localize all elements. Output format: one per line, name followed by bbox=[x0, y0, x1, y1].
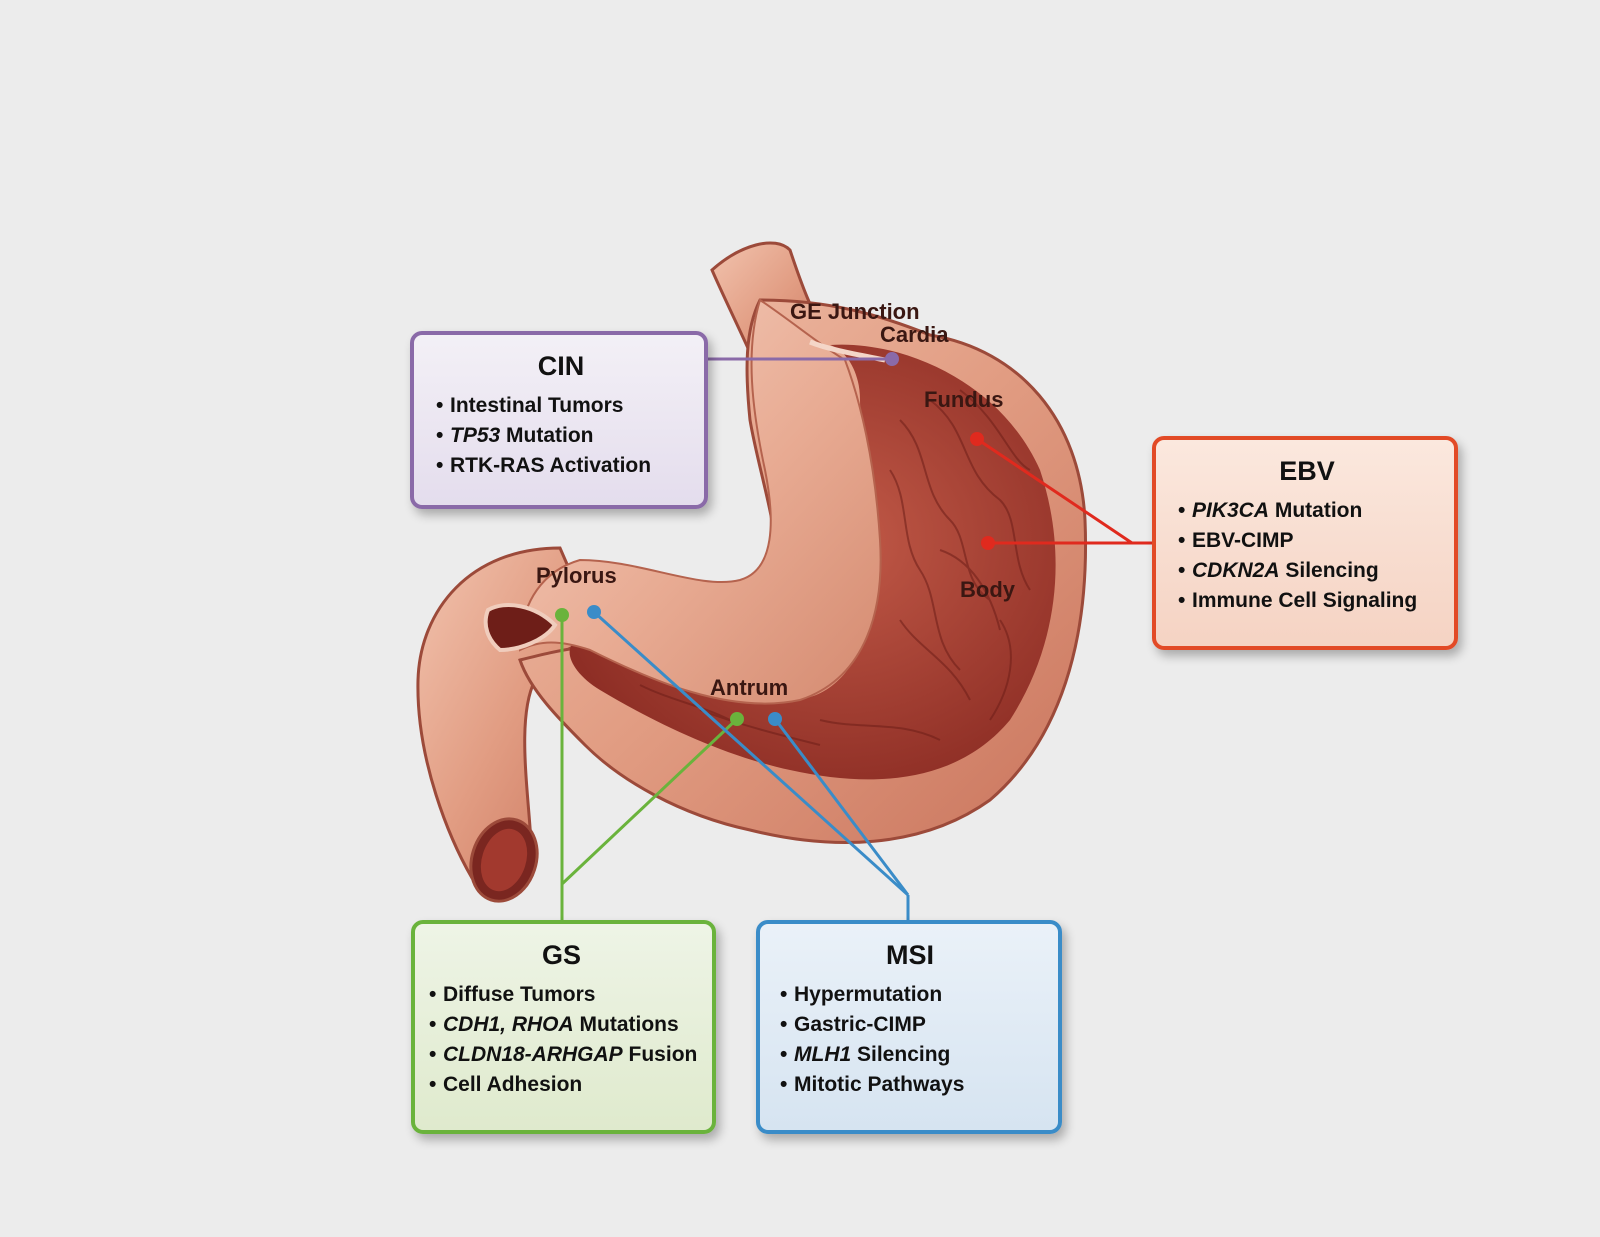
list-item: •Intestinal Tumors bbox=[436, 394, 624, 417]
ebv-marker-body bbox=[981, 536, 995, 550]
ebv-marker-fundus bbox=[970, 432, 984, 446]
ebv-title: EBV bbox=[1279, 456, 1335, 486]
list-item: •CDH1, RHOA Mutations bbox=[429, 1013, 679, 1036]
ebv-feature-list: •PIK3CA Mutation •EBV-CIMP •CDKN2A Silen… bbox=[1178, 496, 1436, 616]
gs-connector bbox=[560, 615, 739, 920]
msi-subtype-box: MSI •Hypermutation •Gastric-CIMP •MLH1 S… bbox=[756, 920, 1062, 1134]
ebv-subtype-box: EBV •PIK3CA Mutation •EBV-CIMP •CDKN2A S… bbox=[1152, 436, 1458, 650]
list-item: •CLDN18-ARHGAP Fusion bbox=[429, 1043, 698, 1066]
gs-marker-pylorus bbox=[555, 608, 569, 622]
cin-feature-list: •Intestinal Tumors •TP53 Mutation •RTK-R… bbox=[436, 391, 686, 481]
cin-title: CIN bbox=[537, 351, 585, 381]
list-item: •TP53 Mutation bbox=[436, 424, 594, 447]
label-fundus: Fundus bbox=[924, 387, 1003, 412]
mucosa-folds bbox=[639, 389, 1031, 746]
label-antrum: Antrum bbox=[710, 675, 788, 700]
ebv-connector bbox=[976, 437, 1152, 545]
list-item: •PIK3CA Mutation bbox=[1178, 499, 1363, 522]
list-item: •RTK-RAS Activation bbox=[436, 454, 652, 477]
list-item: •Diffuse Tumors bbox=[429, 983, 596, 1006]
list-item: •Immune Cell Signaling bbox=[1178, 589, 1418, 612]
list-item: •Gastric-CIMP bbox=[780, 1013, 926, 1036]
msi-marker-antrum bbox=[768, 712, 782, 726]
list-item: •MLH1 Silencing bbox=[780, 1043, 951, 1066]
label-pylorus: Pylorus bbox=[536, 563, 617, 588]
list-item: •Mitotic Pathways bbox=[780, 1073, 965, 1096]
list-item: •EBV-CIMP bbox=[1178, 529, 1294, 552]
msi-title: MSI bbox=[885, 940, 934, 970]
gs-subtype-box: GS •Diffuse Tumors •CDH1, RHOA Mutations… bbox=[411, 920, 716, 1134]
stomach-mucosa bbox=[569, 344, 1056, 780]
cin-marker bbox=[885, 352, 899, 366]
stomach-front-wall bbox=[518, 298, 882, 705]
label-ge-junction: GE Junction bbox=[790, 299, 920, 324]
list-item: •Cell Adhesion bbox=[429, 1073, 583, 1096]
msi-feature-list: •Hypermutation •Gastric-CIMP •MLH1 Silen… bbox=[780, 980, 1040, 1100]
list-item: •CDKN2A Silencing bbox=[1178, 559, 1379, 582]
msi-connector bbox=[592, 610, 910, 920]
gs-marker-antrum bbox=[730, 712, 744, 726]
pylorus-ring bbox=[483, 603, 558, 653]
label-body: Body bbox=[960, 577, 1016, 602]
msi-marker-pylorus bbox=[587, 605, 601, 619]
gs-title: GS bbox=[541, 940, 581, 970]
list-item: •Hypermutation bbox=[780, 983, 943, 1006]
label-cardia: Cardia bbox=[880, 322, 949, 347]
gs-feature-list: •Diffuse Tumors •CDH1, RHOA Mutations •C… bbox=[429, 980, 698, 1100]
cin-subtype-box: CIN •Intestinal Tumors •TP53 Mutation •R… bbox=[410, 331, 708, 509]
